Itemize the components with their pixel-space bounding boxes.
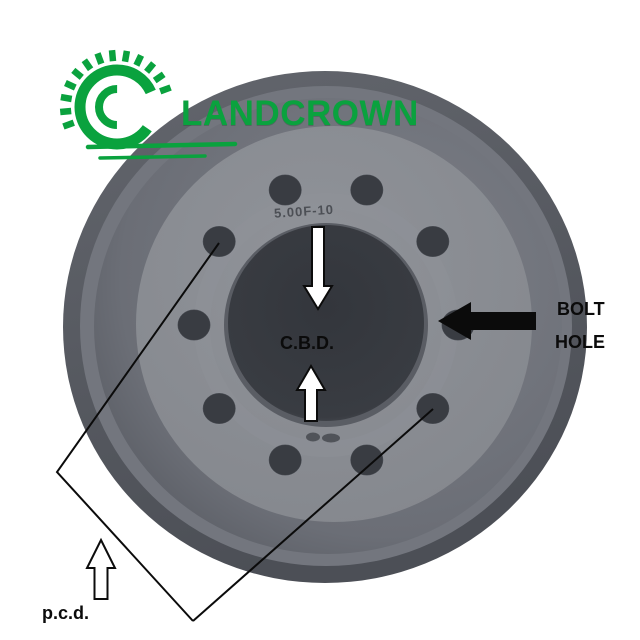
bolt-hole (415, 225, 450, 258)
bolt-hole (202, 225, 237, 258)
cbd-arrow-down (302, 226, 334, 311)
cbd-arrow-up (295, 364, 327, 422)
pcd-line-1 (55, 242, 220, 622)
bolt-hole (349, 174, 384, 206)
logo-tread (59, 49, 172, 130)
bolt-hole (177, 309, 211, 341)
bolt-hole (349, 444, 384, 476)
landcrown-logo-icon (59, 49, 238, 160)
stamp-text: 5.00F-10 (274, 202, 335, 221)
cbd-label: C.B.D. (280, 333, 334, 353)
logo-inner-arc (95, 85, 139, 129)
bolt-hole-label-line2: HOLE (555, 332, 606, 352)
pcd-label: p.c.d. (42, 603, 90, 623)
center-bore (228, 225, 424, 421)
pcd-line-2 (192, 408, 434, 622)
bolt-hole-arrow (438, 302, 536, 340)
pcd-arrow-up (85, 537, 117, 600)
logo-swoosh (85, 141, 238, 160)
bolt-hole-label-line1: BOLT (557, 299, 605, 319)
bolt-hole (268, 174, 303, 206)
landcrown-wordmark: LANDCROWN (181, 94, 419, 133)
bolt-hole (268, 444, 303, 476)
logo-ring (74, 64, 160, 150)
bolt-hole (202, 392, 237, 425)
stamp-mark-bottom (306, 432, 340, 443)
